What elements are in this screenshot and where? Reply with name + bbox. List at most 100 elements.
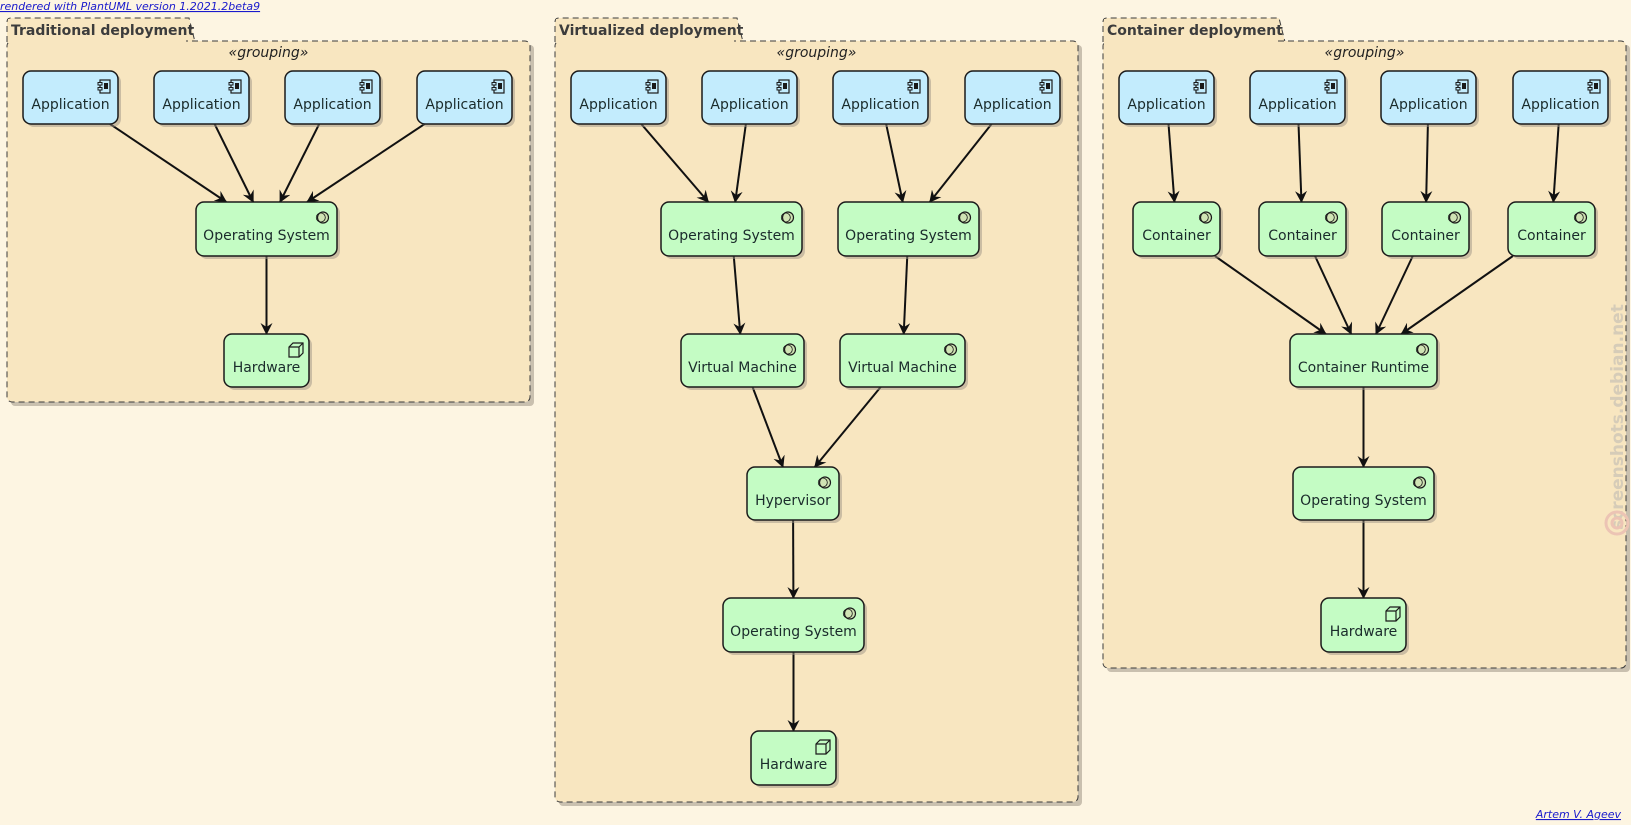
node-box[interactable] bbox=[750, 730, 837, 786]
svg-text:Artem V. Ageev[interactable]: Artem V. Ageev bbox=[1535, 808, 1622, 821]
arrow-c_app3-to-c_ct3 bbox=[1420, 123, 1433, 203]
node-box[interactable] bbox=[1507, 201, 1596, 257]
edges bbox=[109, 123, 426, 335]
node-hardware[interactable]: Hardware bbox=[223, 333, 312, 390]
arrow-c_ct3-to-c_rt bbox=[1375, 255, 1414, 335]
node-box[interactable] bbox=[722, 597, 865, 653]
node-application[interactable]: Application bbox=[1118, 70, 1217, 127]
svg-text:rendered with PlantUML version[interactable]: rendered with PlantUML version 1.2021.2b… bbox=[0, 0, 260, 13]
node-box[interactable] bbox=[832, 70, 929, 125]
package-body bbox=[554, 40, 1079, 803]
node-box[interactable] bbox=[1258, 201, 1347, 257]
arrow-v_app1-to-v_os1 bbox=[640, 123, 710, 203]
arrow-v_os2-to-v_vm2 bbox=[898, 255, 911, 335]
node-application[interactable]: Application bbox=[701, 70, 800, 127]
node-box[interactable] bbox=[839, 333, 966, 388]
node-operating-system[interactable]: Operating System bbox=[195, 201, 340, 259]
package-traditional-deployment: Traditional deployment«grouping»Applicat… bbox=[6, 17, 534, 406]
node-hardware[interactable]: Hardware bbox=[1320, 597, 1409, 655]
node-label: Application bbox=[1521, 97, 1599, 113]
node-application[interactable]: Application bbox=[1249, 70, 1348, 127]
node-operating-system[interactable]: Operating System bbox=[837, 201, 982, 259]
node-container[interactable]: Container bbox=[1132, 201, 1223, 259]
node-box[interactable] bbox=[1289, 333, 1438, 388]
node-application[interactable]: Application bbox=[22, 70, 121, 127]
node-label: Operating System bbox=[730, 624, 857, 640]
node-box[interactable] bbox=[416, 70, 513, 125]
node-container[interactable]: Container bbox=[1507, 201, 1598, 259]
node-application[interactable]: Application bbox=[1380, 70, 1479, 127]
node-box[interactable] bbox=[22, 70, 119, 125]
component-icon bbox=[1324, 79, 1338, 94]
plantuml-version-link[interactable]: rendered with PlantUML version 1.2021.2b… bbox=[0, 0, 260, 13]
node-box[interactable] bbox=[1512, 70, 1609, 125]
node-label: Operating System bbox=[845, 228, 972, 244]
node-operating-system[interactable]: Operating System bbox=[1292, 466, 1437, 523]
node-box[interactable] bbox=[570, 70, 667, 125]
node-container[interactable]: Container bbox=[1258, 201, 1349, 259]
component-icon bbox=[1455, 79, 1469, 94]
node-application[interactable]: Application bbox=[832, 70, 931, 127]
arrow-v_vm1-to-v_hyp bbox=[751, 386, 785, 468]
node-box[interactable] bbox=[1380, 70, 1477, 125]
node-label: Operating System bbox=[203, 228, 330, 244]
node-box[interactable] bbox=[1320, 597, 1407, 653]
node-operating-system[interactable]: Operating System bbox=[660, 201, 805, 259]
node-box[interactable] bbox=[223, 333, 310, 388]
edges bbox=[1167, 123, 1561, 599]
node-application[interactable]: Application bbox=[964, 70, 1063, 127]
interface-icon bbox=[1198, 211, 1213, 224]
node-label: Application bbox=[1389, 97, 1467, 113]
node-box[interactable] bbox=[153, 70, 250, 125]
node-label: Application bbox=[973, 97, 1051, 113]
package-stereotype: «grouping» bbox=[777, 45, 857, 61]
node-application[interactable]: Application bbox=[1512, 70, 1611, 127]
node-operating-system[interactable]: Operating System bbox=[722, 597, 867, 655]
node-box[interactable] bbox=[195, 201, 338, 257]
arrow-c_app4-to-c_ct4 bbox=[1548, 123, 1561, 203]
node-box[interactable] bbox=[284, 70, 381, 125]
node-box[interactable] bbox=[1132, 201, 1221, 257]
arrow-c_app1-to-c_ct1 bbox=[1167, 123, 1180, 203]
node-box[interactable] bbox=[1292, 466, 1435, 521]
interface-icon bbox=[1415, 343, 1430, 356]
node-label: Application bbox=[293, 97, 371, 113]
node-container[interactable]: Container bbox=[1381, 201, 1472, 259]
node-hardware[interactable]: Hardware bbox=[750, 730, 839, 788]
node-application[interactable]: Application bbox=[284, 70, 383, 127]
node-virtual-machine[interactable]: Virtual Machine bbox=[680, 333, 807, 390]
node-label: Container Runtime bbox=[1298, 360, 1429, 376]
node-label: Operating System bbox=[1300, 493, 1427, 509]
node-box[interactable] bbox=[746, 466, 840, 521]
component-icon bbox=[645, 79, 659, 94]
arrow-v_app3-to-v_os2 bbox=[885, 123, 907, 203]
node-box[interactable] bbox=[660, 201, 803, 257]
arrow-c_ct4-to-c_rt bbox=[1400, 255, 1514, 335]
interface-icon bbox=[943, 343, 958, 356]
node-box[interactable] bbox=[1381, 201, 1470, 257]
package-title: Container deployment bbox=[1107, 23, 1283, 39]
node-hypervisor[interactable]: Hypervisor bbox=[746, 466, 842, 523]
node-container-runtime[interactable]: Container Runtime bbox=[1289, 333, 1440, 390]
node-virtual-machine[interactable]: Virtual Machine bbox=[839, 333, 968, 390]
arrow-c_app2-to-c_ct2 bbox=[1295, 123, 1308, 203]
author-link[interactable]: Artem V. Ageev bbox=[1535, 808, 1622, 821]
node-box[interactable] bbox=[680, 333, 805, 388]
node-box[interactable] bbox=[1249, 70, 1346, 125]
node-application[interactable]: Application bbox=[570, 70, 669, 127]
node-label: Container bbox=[1517, 228, 1586, 244]
node-application[interactable]: Application bbox=[416, 70, 515, 127]
interface-icon bbox=[780, 211, 795, 224]
node-box[interactable] bbox=[1118, 70, 1215, 125]
node-box[interactable] bbox=[964, 70, 1061, 125]
node-label: Hardware bbox=[233, 360, 301, 376]
edges bbox=[640, 123, 993, 732]
node-box[interactable] bbox=[701, 70, 798, 125]
watermark-logo-icon bbox=[1604, 510, 1630, 536]
component-icon bbox=[1039, 79, 1053, 94]
node-box[interactable] bbox=[837, 201, 980, 257]
arrow-v_os1-to-v_vm1 bbox=[732, 255, 746, 335]
node-application[interactable]: Application bbox=[153, 70, 252, 127]
arrow-t_app3-to-t_os bbox=[279, 123, 321, 203]
